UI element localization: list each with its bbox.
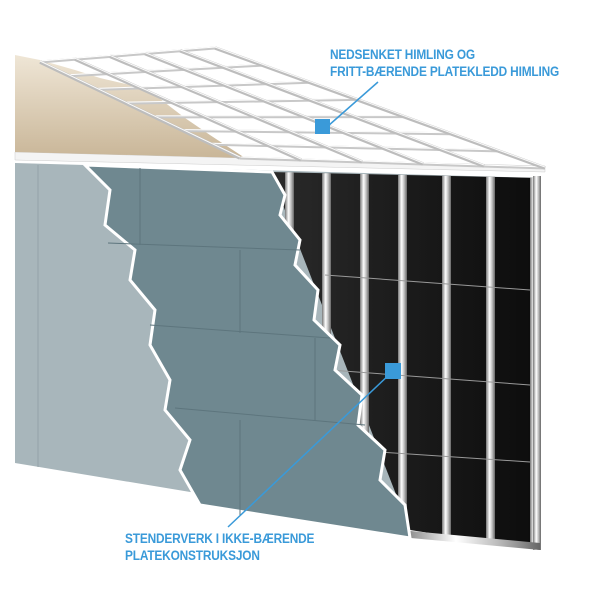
grid-runner-highlight [211, 142, 498, 151]
ceiling-label: NEDSENKET HIMLING OG FRITT-BÆRENDE PLATE… [330, 46, 559, 80]
marker-ceiling [315, 119, 330, 134]
grid-runner [125, 97, 357, 105]
metal-track-end [533, 176, 541, 550]
leader-line-wall [227, 371, 393, 528]
metal-stud [360, 174, 369, 513]
gypsum-plate-layer [81, 163, 412, 540]
grid-runner-highlight [39, 46, 216, 62]
grid-runner-highlight [125, 97, 357, 103]
metal-stud [486, 176, 495, 542]
grid-runner [68, 63, 263, 78]
grid-runner [39, 46, 216, 64]
marker-wall [385, 363, 401, 379]
grid-runner [97, 80, 310, 91]
grid-main-runner-highlight [74, 57, 302, 160]
grid-main-runner [109, 54, 363, 164]
grid-main-runner [214, 46, 546, 170]
grid-runner-highlight [97, 80, 310, 89]
wall-label-line1: STENDERVERK I IKKE-BÆRENDE [125, 531, 315, 546]
horizontal-nogging [324, 274, 531, 291]
grid-main-runner-highlight [39, 60, 241, 158]
bottom-track [400, 530, 540, 550]
grid-main-runner-highlight [144, 52, 424, 164]
wall-label: STENDERVERK I IKKE-BÆRENDE PLATEKONSTRUK… [125, 530, 314, 564]
grid-main-runner [179, 49, 485, 168]
metal-stud [398, 174, 407, 519]
grid-main-runner-highlight [214, 46, 546, 168]
wall-label-line2: PLATEKONSTRUKSJON [125, 548, 260, 563]
grid-runner [211, 142, 498, 153]
grid-main-runner [39, 60, 241, 160]
leader-line-ceiling [327, 81, 379, 127]
grid-main-runner [74, 57, 302, 162]
plate-joints [107, 168, 366, 515]
grid-main-runner [144, 51, 424, 166]
grid-runner-highlight [239, 156, 546, 168]
grid-runner-highlight [68, 63, 263, 76]
suspended-ceiling-grid [39, 46, 546, 170]
grid-main-runner-highlight [179, 49, 485, 166]
grid-main-runner-highlight [109, 54, 363, 162]
horizontal-nogging [329, 369, 531, 386]
metal-stud [442, 175, 451, 535]
ceiling-label-line1: NEDSENKET HIMLING OG [330, 47, 475, 62]
grid-runner [239, 156, 546, 170]
ceiling-label-line2: FRITT-BÆRENDE PLATEKLEDD HIMLING [330, 64, 560, 79]
